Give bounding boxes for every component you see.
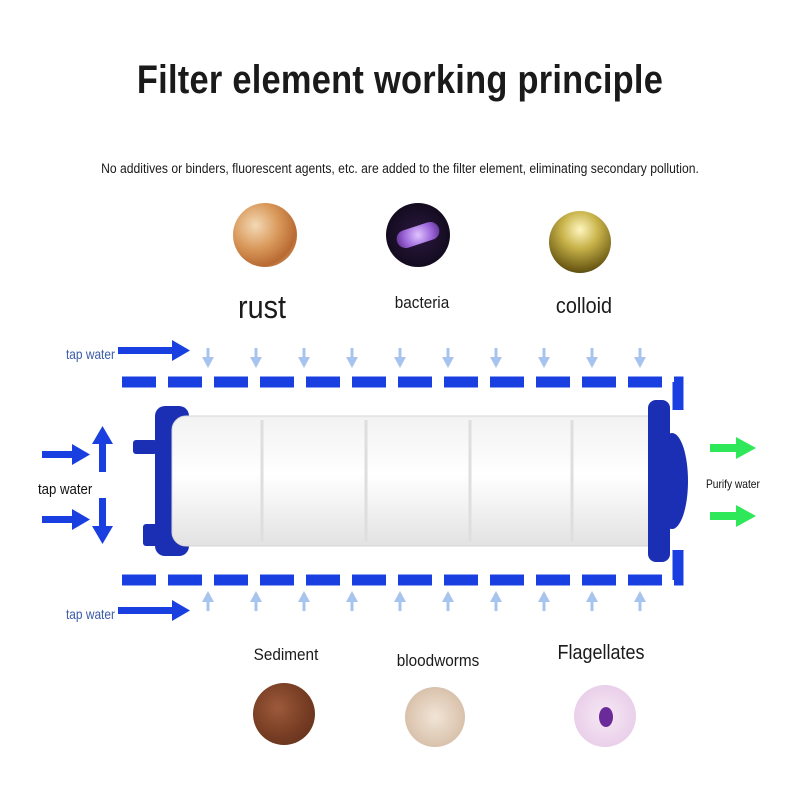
contaminant-label-flagellates: Flagellates — [557, 642, 645, 664]
bottom-inlet-label: tap water — [66, 606, 115, 622]
outlet-arrow-top — [710, 437, 756, 459]
side-inlet-arrow-top — [42, 444, 90, 465]
inflow-arrow-down — [634, 348, 646, 368]
page-subtitle: No additives or binders, fluorescent age… — [101, 161, 699, 176]
inflow-arrow-down — [442, 348, 454, 368]
filter-cartridge — [133, 400, 688, 562]
inflow-arrow-down — [394, 348, 406, 368]
rust-texture-icon — [233, 203, 297, 267]
inflow-arrow-up — [586, 591, 598, 611]
flagellate-microscope-icon — [574, 685, 636, 747]
bloodworm-icon — [405, 687, 465, 747]
inflow-arrow-down — [586, 348, 598, 368]
top-inflow-arrows — [202, 348, 646, 368]
outlet-label: Purify water — [706, 477, 760, 491]
bacteria-microscope-icon — [386, 203, 450, 267]
contaminant-label-colloid: colloid — [555, 293, 613, 318]
inflow-arrow-down — [538, 348, 550, 368]
inflow-arrow-up — [202, 591, 214, 611]
contaminant-label-bacteria: bacteria — [394, 293, 450, 312]
inflow-arrow-up — [490, 591, 502, 611]
top-inlet-label: tap water — [66, 346, 115, 362]
housing-bottom-dash — [122, 546, 684, 586]
inflow-arrow-down — [490, 348, 502, 368]
inflow-arrow-up — [538, 591, 550, 611]
inflow-arrow-down — [346, 348, 358, 368]
side-inlet-arrow-bottom — [42, 509, 90, 530]
inflow-arrow-up — [634, 591, 646, 611]
dashed-housing — [122, 376, 684, 586]
contaminant-label-sediment: Sediment — [253, 645, 319, 664]
inflow-arrow-down — [250, 348, 262, 368]
side-up-arrow — [92, 426, 113, 472]
inflow-arrow-up — [346, 591, 358, 611]
contaminant-label-rust: rust — [237, 289, 287, 325]
top-inlet-arrow — [118, 340, 190, 361]
filter-body — [171, 415, 663, 547]
side-down-arrow — [92, 498, 113, 544]
inflow-arrow-down — [202, 348, 214, 368]
bottom-inflow-arrows — [202, 591, 646, 611]
inflow-arrow-up — [298, 591, 310, 611]
inflow-arrow-down — [298, 348, 310, 368]
side-inlet-label: tap water — [38, 481, 93, 498]
inflow-arrow-up — [250, 591, 262, 611]
housing-top-dash — [122, 376, 684, 410]
sediment-texture-icon — [253, 683, 315, 745]
contaminant-label-bloodworms: bloodworms — [396, 651, 480, 670]
inflow-arrow-up — [442, 591, 454, 611]
colloid-liquid-icon — [549, 211, 611, 273]
page-title: Filter element working principle — [136, 58, 664, 102]
outlet-arrow-bottom — [710, 505, 756, 527]
inflow-arrow-up — [394, 591, 406, 611]
bottom-inlet-arrow — [118, 600, 190, 621]
